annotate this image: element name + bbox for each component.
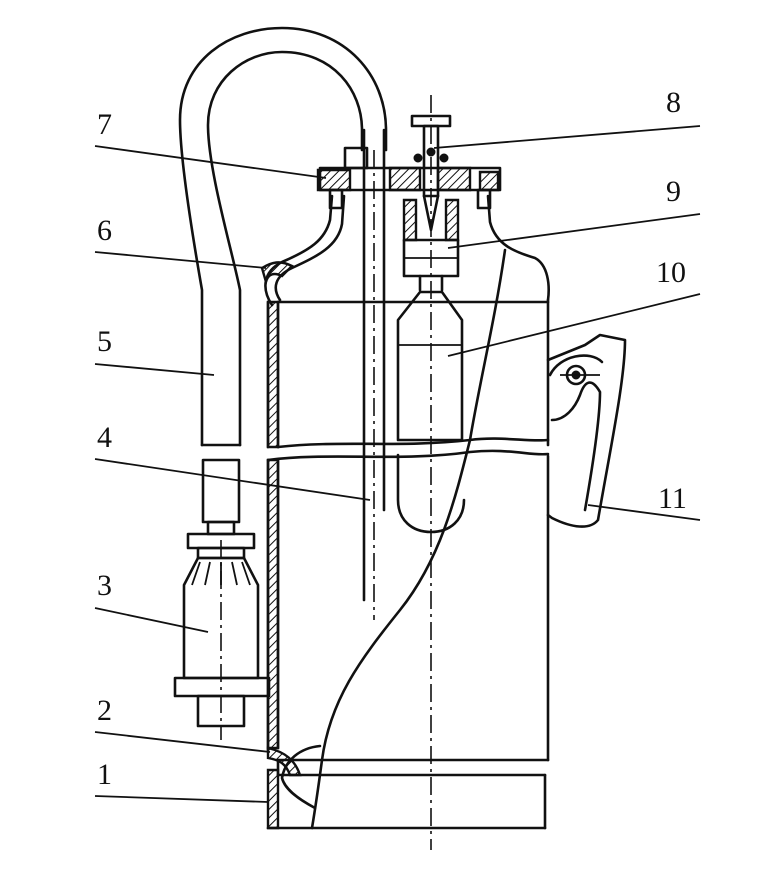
cylinder-body bbox=[260, 194, 550, 830]
label-1: 1 bbox=[97, 758, 112, 791]
gas-cartridge bbox=[396, 290, 466, 534]
label-9: 9 bbox=[666, 175, 681, 208]
label-2: 2 bbox=[97, 694, 112, 727]
nozzle-assembly bbox=[173, 458, 271, 740]
label-11: 11 bbox=[658, 482, 687, 515]
label-8: 8 bbox=[666, 86, 681, 119]
label-7: 7 bbox=[97, 108, 112, 141]
siphon-tube bbox=[362, 128, 386, 620]
label-3: 3 bbox=[97, 569, 112, 602]
leader-lines bbox=[94, 125, 701, 803]
valve-head bbox=[316, 95, 502, 850]
label-4: 4 bbox=[97, 421, 112, 454]
hose bbox=[178, 26, 388, 447]
label-10: 10 bbox=[656, 256, 686, 289]
carry-handle bbox=[546, 333, 627, 528]
label-5: 5 bbox=[97, 325, 112, 358]
part-labels: 1 2 3 4 5 6 7 8 9 10 11 bbox=[97, 86, 687, 791]
base bbox=[266, 744, 547, 830]
label-6: 6 bbox=[97, 214, 112, 247]
